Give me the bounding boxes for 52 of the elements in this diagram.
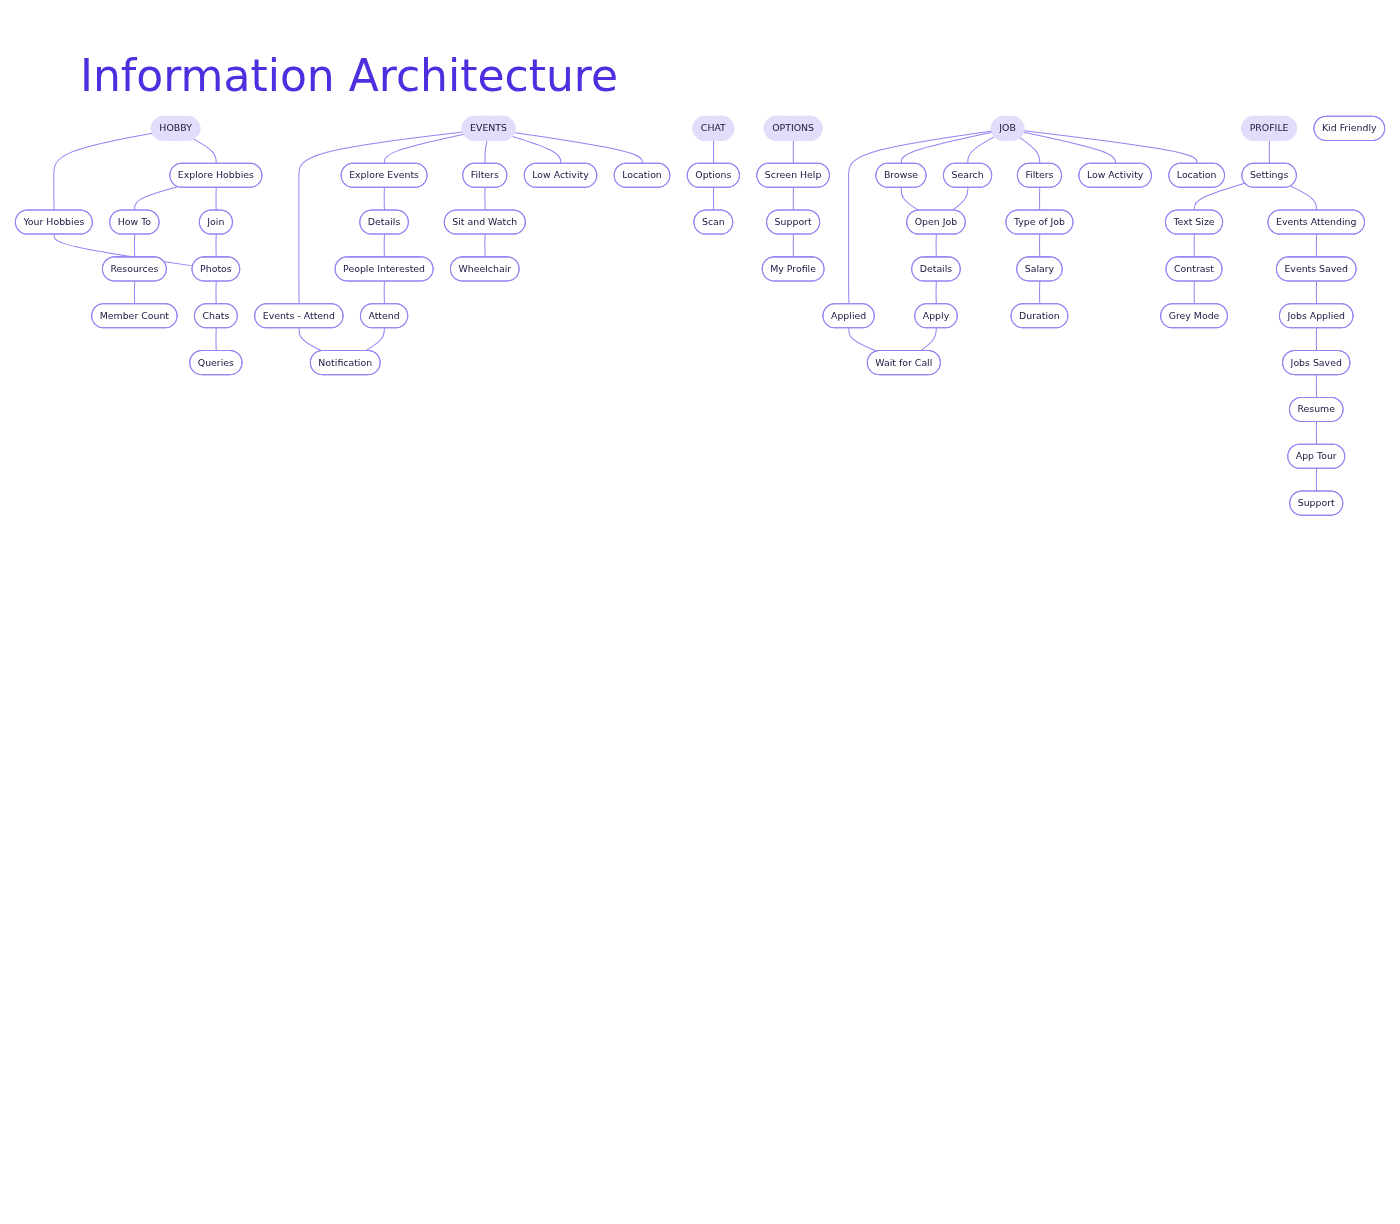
connector — [792, 233, 794, 258]
connector — [484, 187, 486, 211]
connector — [1019, 137, 1041, 165]
diagram-title: Information Architecture — [80, 50, 620, 101]
connector — [1315, 468, 1318, 492]
connector — [792, 187, 794, 211]
connector — [848, 130, 993, 305]
connector — [215, 327, 217, 352]
connector — [484, 233, 486, 258]
connector — [952, 187, 969, 211]
connector — [215, 187, 217, 211]
connector — [383, 280, 385, 305]
connector — [53, 233, 194, 267]
connector — [298, 131, 464, 305]
connector — [920, 327, 937, 352]
connector — [1039, 187, 1041, 211]
connector — [1315, 327, 1318, 352]
connector — [1023, 131, 1116, 165]
connector — [792, 140, 794, 165]
connector — [383, 233, 385, 258]
connector — [935, 233, 937, 258]
connector — [935, 280, 937, 305]
connector — [215, 233, 217, 258]
connector — [712, 140, 715, 165]
connector — [215, 280, 217, 305]
connector — [1315, 421, 1318, 446]
connector — [848, 327, 878, 352]
connector — [967, 136, 996, 165]
connector — [1193, 233, 1195, 258]
connector — [53, 132, 154, 211]
connector — [383, 133, 465, 165]
connector — [1039, 280, 1041, 305]
connector — [1315, 280, 1318, 305]
connector — [193, 138, 217, 165]
connector — [512, 135, 562, 165]
connector — [1023, 130, 1198, 165]
connector — [1193, 280, 1195, 305]
connector — [484, 140, 488, 165]
connector — [383, 187, 385, 211]
connector — [900, 131, 993, 165]
connector — [900, 187, 919, 211]
connector — [1268, 140, 1270, 165]
connector — [134, 280, 136, 305]
connector — [134, 233, 136, 258]
connector — [365, 327, 385, 352]
connector — [712, 187, 715, 211]
connector — [1193, 182, 1246, 211]
connector — [1315, 233, 1318, 258]
connector — [514, 132, 643, 165]
connector — [1290, 185, 1318, 211]
connector — [1315, 374, 1318, 399]
connector — [1039, 233, 1041, 258]
